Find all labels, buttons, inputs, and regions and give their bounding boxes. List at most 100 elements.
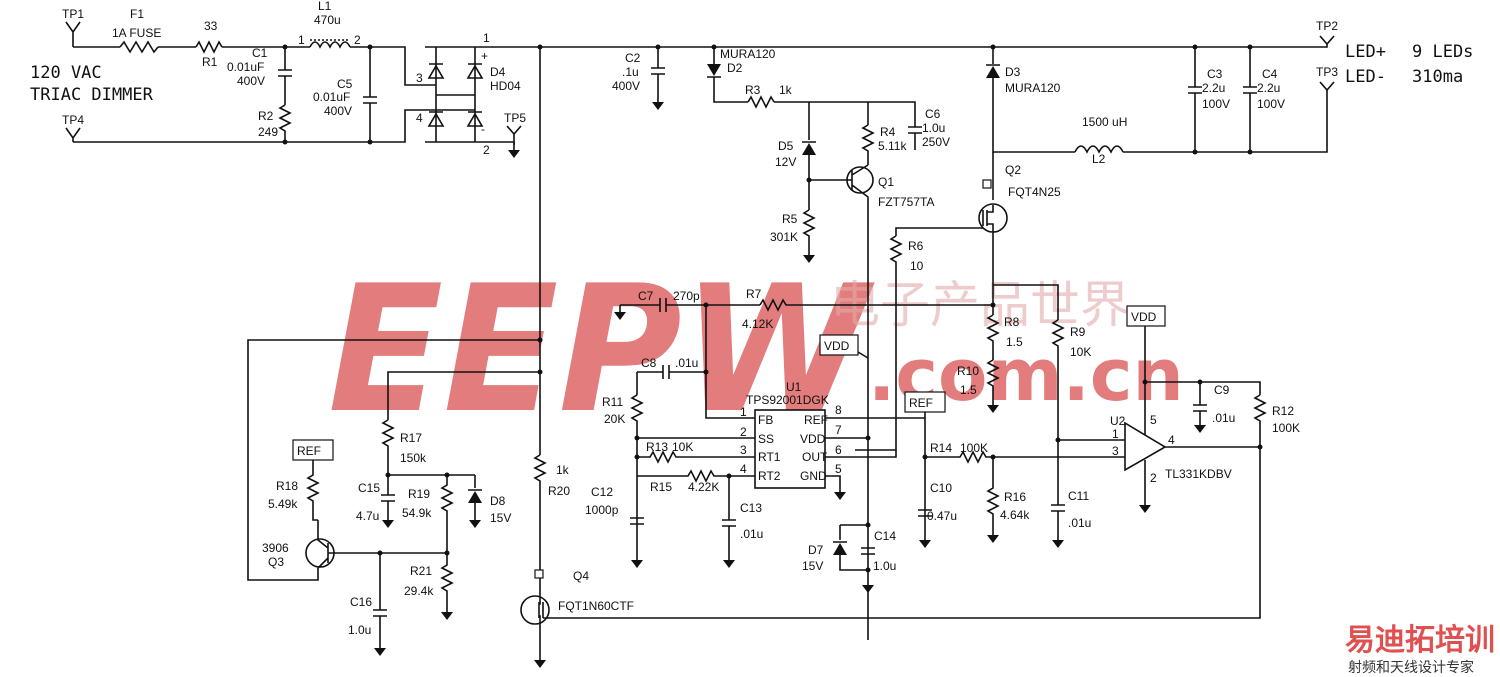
label-components-d4-minus: - [481,122,485,136]
label-components-r7-value: 4.12K [742,317,773,331]
label-output-tp2: TP2 [1316,19,1338,33]
inductor-l1 [309,41,351,49]
label-components-c10-value: 0.47u [927,509,957,523]
label-components-r17-ref: R17 [400,431,422,445]
testpoint-tp5: TP5 [504,111,526,145]
label-components-c7-value: 270p [673,289,700,303]
corner-cn-top: 易迪拓培训 [1345,623,1495,658]
label-components-c3-value: 2.2u [1202,81,1225,95]
u1-pin-vdd: 7 VDD [800,423,868,446]
label-u1_pins-5-name: VDD [800,432,826,446]
label-components-c13-ref: C13 [740,501,762,515]
label-components-r1-value: 33 [204,19,218,33]
testpoint-tp3: TP3 [1316,65,1338,92]
label-components-r9-ref: R9 [1070,325,1086,339]
label-components-q3-ref: Q3 [268,555,284,569]
startup-section: MURA120 D2 R3 1k C6 1.0u 250V R4 5.11k D… [707,47,950,640]
label-components-c2-voltage: 400V [612,79,640,93]
label-labels-ref: REF [909,396,933,410]
label-components-f1-ref: F1 [130,7,144,21]
label-u1_pins-7-name: GND [800,469,827,483]
label-components-r11-ref: R11 [602,395,623,409]
label-components-c7-ref: C7 [638,289,654,303]
label-components-c6-value: 1.0u [922,121,945,135]
label-u1_pins-5-num: 7 [835,423,842,437]
label-components-r12-ref: R12 [1272,404,1294,418]
label-components-u1-ref: U1 [786,380,802,394]
label-components-r2-ref: R2 [258,109,274,123]
label-input-tp1: TP1 [62,7,84,21]
label-components-r6-ref: R6 [908,239,924,253]
comparator-section: R14 100K C10 0.47u R16 4.64k C11 .01u U2… [552,305,1300,619]
led-current-label: 310ma [1412,67,1463,87]
label-components-u2-ref: U2 [1110,414,1126,428]
transistor-q4: Q4 FQT1N60CTF [520,569,634,668]
label-components-c3-ref: C3 [1207,67,1223,81]
r13-ref: R13 [646,440,668,454]
testpoint-tp2: TP2 [1316,19,1338,46]
label-components-d5-value: 12V [775,155,796,169]
label-components-r21-ref: R21 [410,564,432,578]
input-section: F1 1A FUSE 33 R1 L1 470u 1 2 C1 0.01uF 4… [73,0,425,145]
label-components-d4-pin4: 4 [416,111,423,125]
label-components-u1-value: TPS92001DGK [746,393,829,407]
label-components-c5-ref: C5 [337,77,353,91]
label-components-r18-value: 5.49k [268,497,298,511]
u1-pin-out: 6 OUT [802,443,897,464]
label-components-c9-value: .01u [1212,411,1235,425]
label-components-r12-value: 100K [1272,421,1300,435]
label-components-r8-value: 1.5 [1006,335,1023,349]
label-components-c1-ref: C1 [252,46,268,60]
label-components-c12-value: 1000p [585,503,619,517]
label-components-r4-ref: R4 [880,125,896,139]
label-components-d4-ref: D4 [490,65,506,79]
label-components-c11-ref: C11 [1068,489,1089,503]
main-rail: C2 .1u 400V 1k R20 [533,44,1328,578]
label-components-r16-ref: R16 [1004,490,1026,504]
label-u1_pins-0-name: FB [758,413,773,427]
label-components-r1-ref: R1 [202,55,218,69]
label-components-d4-value: HD04 [490,79,521,93]
watermark: EEPW .com.cn 电子产品世界 [328,249,1184,452]
resistor-r1 [195,40,223,54]
label-components-r10-value: 1.5 [960,383,977,397]
label-components-f1-value: 1A FUSE [112,26,161,40]
label-components-u2-pin5: 5 [1150,413,1157,427]
label-components-r11-value: 20K [604,412,625,426]
label-components-c2-ref: C2 [625,51,641,65]
label-components-c15-ref: C15 [358,481,380,495]
label-components-r19-value: 54.9k [402,506,432,520]
label-components-u2-pin4: 4 [1168,433,1175,447]
label-components-l1-value: 470u [314,13,341,27]
label-labels-vdd: VDD [824,339,850,353]
testpoint-tp1: TP1 [62,7,84,47]
vdd-label-u1: VDD [819,334,869,359]
label-components-d8-value: 15V [490,511,511,525]
label-components-r16-value: 4.64k [1000,508,1030,522]
u1-pin-gnd: 5 GND [800,462,846,500]
label-components-r14-value: 100K [960,441,988,455]
label-components-c5-value: 0.01uF [313,90,350,104]
label-components-r3-value: 1k [779,83,793,97]
ic-u1: U1 TPS92001DGK [746,380,829,489]
label-components-c14-ref: C14 [874,529,896,543]
u1-pin-fb: 1 FB [740,405,773,427]
label-components-d4-pin1: 1 [483,31,490,45]
label-components-u2-pin2: 2 [1150,471,1157,485]
label-u1_pins-6-name: OUT [802,450,828,464]
label-components-q4-value: FQT1N60CTF [558,599,634,613]
label-components-u2-pin1: 1 [1112,427,1119,441]
label-components-c4-value: 2.2u [1257,81,1280,95]
label-components-c2-value: .1u [622,65,639,79]
label-components-q1-value: FZT757TA [878,195,934,209]
resistor-r20 [533,454,547,578]
label-components-q1-ref: Q1 [878,175,894,189]
label-components-d4-pin3: 3 [416,71,423,85]
input-dimmer-label: TRIAC DIMMER [30,85,154,105]
label-components-r6-value: 10 [910,259,924,273]
label-components-r5-ref: R5 [782,212,798,226]
label-components-c6-ref: C6 [925,107,941,121]
corner-cn-bottom: 射频和天线设计专家 [1348,659,1474,676]
label-components-l2-value: 1500 uH [1082,115,1127,129]
